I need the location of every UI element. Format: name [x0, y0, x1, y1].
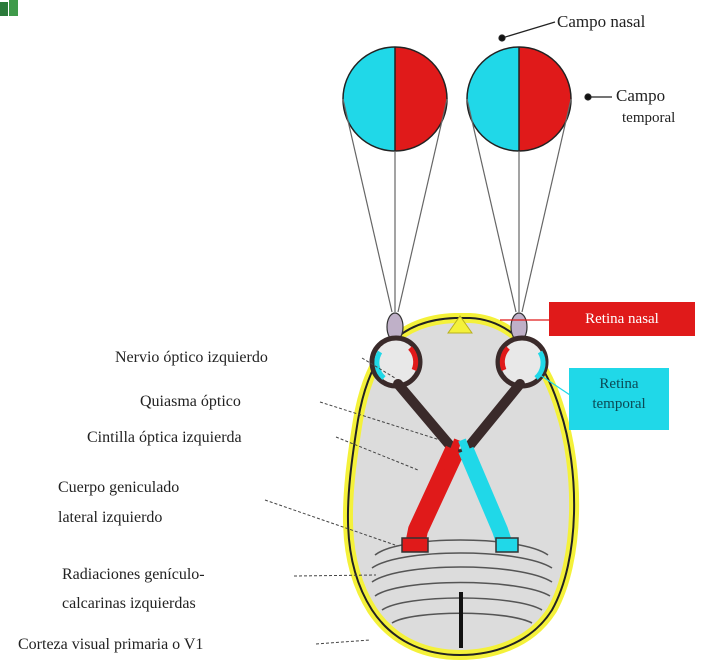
label-campo-nasal: Campo nasal [557, 12, 645, 32]
label-retina-temporal-line1: Retina [569, 374, 669, 394]
label-quiasma: Quiasma óptico [140, 392, 241, 412]
label-cintilla: Cintilla óptica izquierda [87, 428, 242, 448]
label-retina-temporal: Retina temporal [569, 368, 669, 430]
label-campo-temporal-line1: Campo [616, 86, 665, 106]
label-radiaciones-line2: calcarinas izquierdas [62, 594, 196, 614]
label-corteza: Corteza visual primaria o V1 [18, 635, 203, 655]
label-retina-temporal-line2: temporal [569, 394, 669, 414]
label-retina-nasal: Retina nasal [549, 302, 695, 336]
label-radiaciones-line1: Radiaciones genículo- [62, 565, 205, 585]
left-eye [372, 338, 420, 386]
left-lgn [402, 538, 428, 552]
label-cuerpo-geniculado-line2: lateral izquierdo [58, 508, 162, 528]
left-visual-field [343, 47, 447, 151]
right-visual-field [467, 47, 571, 151]
right-eye [498, 338, 546, 386]
label-cuerpo-geniculado-line1: Cuerpo geniculado [58, 478, 179, 498]
right-lgn [496, 538, 518, 552]
label-nervio-optico: Nervio óptico izquierdo [115, 348, 268, 368]
label-campo-temporal-line2: temporal [622, 108, 675, 128]
